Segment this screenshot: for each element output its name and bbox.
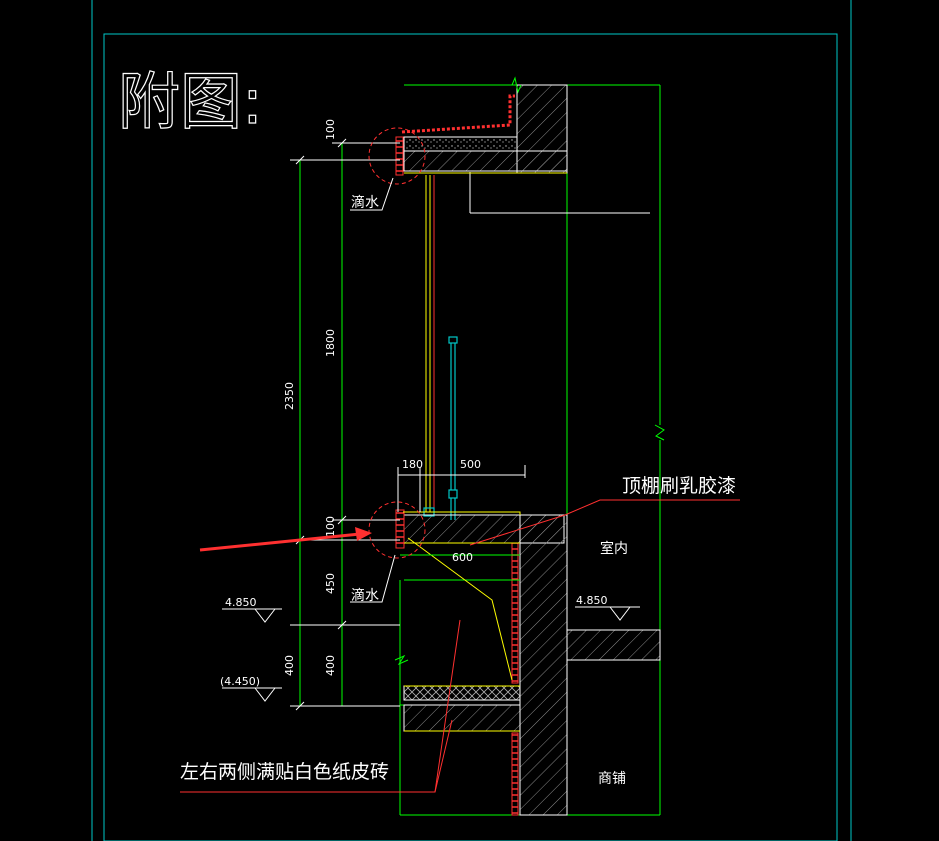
lower-slab [395, 509, 661, 816]
building-outline [394, 84, 665, 816]
room-label-shop: 商铺 [598, 771, 626, 787]
dim-left-400: 400 [283, 655, 296, 676]
railing [423, 336, 458, 520]
red-pointer-arrow [199, 527, 372, 552]
top-canopy [395, 76, 568, 176]
drip-label-bottom: 滴水 [351, 587, 379, 604]
window-frame [425, 175, 435, 512]
level-markers [222, 606, 640, 702]
level-left-lower: (4.450) [220, 675, 260, 688]
drip-detail-circles [368, 127, 426, 559]
dim-right-400: 400 [324, 655, 337, 676]
dim-1800: 1800 [324, 329, 337, 357]
dim-top-100: 100 [324, 119, 337, 140]
dim-500: 500 [460, 458, 481, 471]
drip-leaders [350, 177, 396, 603]
tile-note-leader [180, 619, 461, 793]
dimension-lines [290, 138, 526, 711]
ceiling-paint-note: 顶棚刷乳胶漆 [622, 475, 736, 497]
level-left-main: 4.850 [225, 596, 257, 609]
dim-450: 450 [324, 573, 337, 594]
tile-note: 左右两侧满贴白色纸皮砖 [180, 761, 389, 783]
dim-bottom-100: 100 [324, 516, 337, 537]
drawing-title: 附图: [118, 65, 263, 138]
level-right-main: 4.850 [576, 594, 608, 607]
dim-600: 600 [452, 551, 473, 564]
drawing-frame [91, 0, 852, 841]
ceiling-paint-leader [469, 499, 740, 546]
dim-180: 180 [402, 458, 423, 471]
dim-2350: 2350 [283, 382, 296, 410]
drip-label-top: 滴水 [351, 194, 379, 211]
room-label-indoor: 室内 [600, 540, 628, 557]
